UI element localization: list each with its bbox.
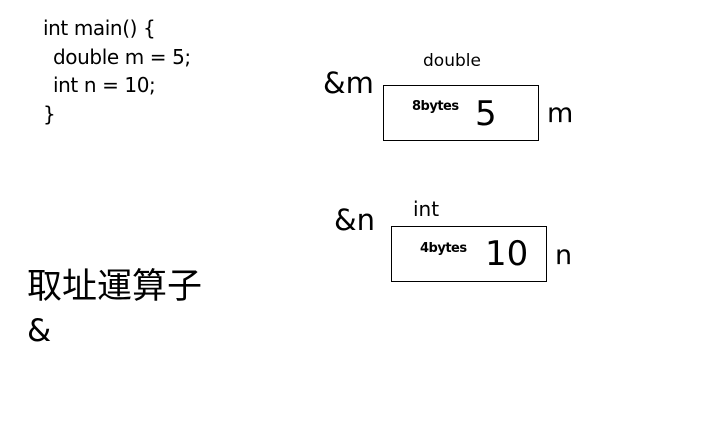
variable-name-m: m (547, 98, 574, 129)
type-label-m: double (423, 51, 481, 71)
memory-box-n: 4bytes 10 (391, 226, 547, 282)
memory-box-m: 8bytes 5 (383, 85, 539, 141)
value-m: 5 (475, 94, 497, 134)
size-label-n: 4bytes (420, 241, 467, 256)
operator-symbol: & (27, 313, 52, 349)
value-n: 10 (485, 234, 529, 274)
code-line: int main() { (43, 16, 156, 40)
code-line: double m = 5; (53, 44, 191, 69)
address-label-n: &n (334, 203, 375, 237)
code-line: int n = 10; (53, 73, 156, 97)
code-line: } (43, 101, 56, 126)
operator-title: 取址運算子 (27, 267, 203, 307)
variable-name-n: n (555, 240, 573, 271)
size-label-m: 8bytes (412, 99, 459, 114)
code-snippet: int main() { double m = 5; int n = 10; } (43, 14, 191, 128)
address-label-m: &m (323, 66, 374, 100)
type-label-n: int (413, 197, 440, 221)
